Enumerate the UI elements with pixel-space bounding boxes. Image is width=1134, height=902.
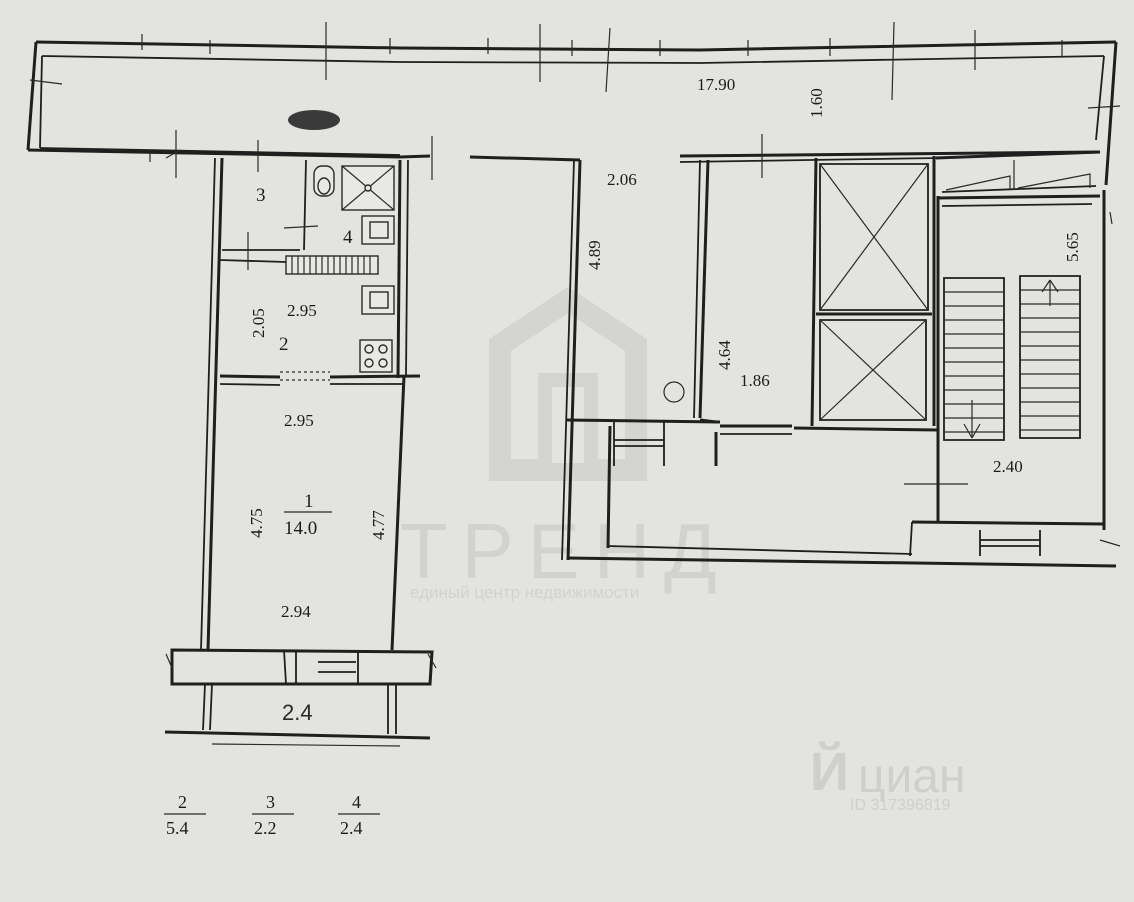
staircase <box>904 150 1121 557</box>
dim-hall-width: 2.06 <box>607 170 637 189</box>
watermark-tagline: единый центр недвижимости <box>410 583 639 602</box>
room-1-area: 14.0 <box>284 518 317 539</box>
dim-room2-width: 2.95 <box>287 301 317 320</box>
area-legend: 2 5.4 3 2.2 4 2.4 <box>164 792 380 838</box>
dim-balcony-width: 2.4 <box>282 700 313 725</box>
legend-room-area: 5.4 <box>166 818 189 838</box>
watermark-cian-logo: Й <box>810 741 849 802</box>
room-4-label: 4 <box>343 227 353 248</box>
bathroom-fixtures <box>247 165 395 373</box>
central-hall-walls <box>399 154 1117 568</box>
legend-item: 4 2.4 <box>338 792 380 838</box>
watermark-cian: циан <box>858 750 966 803</box>
dim-lift-hall-length: 4.64 <box>715 340 734 370</box>
dim-room1-right-length: 4.77 <box>369 510 388 540</box>
lift-shafts <box>693 156 939 466</box>
watermark-brand: ТРЕНД <box>400 507 731 595</box>
dimension-labels: 17.90 1.60 2.06 4.89 2.95 2.05 2.95 2.94… <box>247 75 1082 725</box>
dim-stair-length: 5.65 <box>1063 232 1082 262</box>
room-3-label: 3 <box>256 185 266 206</box>
dim-stair-width: 2.40 <box>993 457 1023 476</box>
legend-item: 2 5.4 <box>164 792 206 838</box>
legend-room-area: 2.2 <box>254 818 277 838</box>
dim-room1-top-width: 2.95 <box>284 411 314 430</box>
legend-room-number: 2 <box>178 792 187 812</box>
legend-room-area: 2.4 <box>340 818 363 838</box>
room-2-label: 2 <box>279 334 289 355</box>
dim-room2-length: 2.05 <box>249 308 268 338</box>
dim-room1-bottom-width: 2.94 <box>281 602 311 621</box>
apartment-walls <box>164 157 437 747</box>
legend-room-number: 3 <box>266 792 275 812</box>
dim-lift-hall-width: 1.86 <box>740 371 770 390</box>
dim-corridor-length: 17.90 <box>697 75 735 94</box>
dim-hall-length: 4.89 <box>585 240 604 270</box>
dim-room1-left-length: 4.75 <box>247 508 266 538</box>
room-labels: 3 4 2 1 14.0 <box>256 185 353 539</box>
cian-watermark: Й циан ID 317396819 <box>810 741 966 814</box>
gallery-corridor <box>26 21 1121 186</box>
dim-corridor-width: 1.60 <box>807 88 826 118</box>
watermark-listing-id: ID 317396819 <box>850 797 951 814</box>
legend-room-number: 4 <box>352 792 361 812</box>
legend-item: 3 2.2 <box>252 792 294 838</box>
room-1-number: 1 <box>304 491 314 512</box>
trend-watermark: ТРЕНД единый центр недвижимости <box>400 286 731 602</box>
